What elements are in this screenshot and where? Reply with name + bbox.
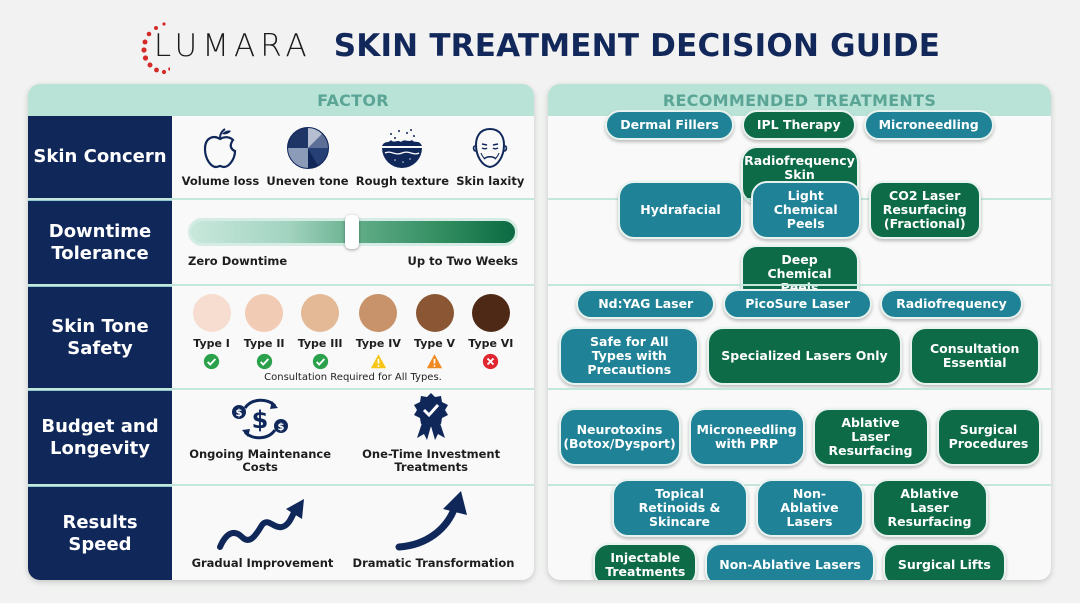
award-badge-icon (414, 393, 449, 440)
sagging-face-icon (473, 127, 508, 169)
row-label: Downtime Tolerance (28, 200, 172, 284)
slider-max-label: Up to Two Weeks (407, 254, 518, 268)
pill-injectable-treatments[interactable]: Injectable Treatments (593, 543, 698, 580)
pill-non-ablative-lasers[interactable]: Non-Ablative Lasers (755, 479, 864, 537)
tone-type-4: Type IV (356, 294, 401, 370)
row-label: Skin Tone Safety (28, 286, 172, 388)
tone-swatch (415, 294, 454, 332)
warning-orange-icon (426, 354, 443, 369)
tone-type-3: Type III (298, 294, 343, 370)
tone-type-1: Type I (192, 294, 231, 370)
dotted-arc-icon (141, 22, 170, 75)
pill-surgical-lifts[interactable]: Surgical Lifts (882, 543, 1006, 580)
pill-consultation-essential[interactable]: Consultation Essential (909, 327, 1040, 385)
curved-arrow-icon (395, 491, 468, 551)
page-header: LUMARA SKIN TREATMENT DECISION GUIDE (0, 12, 1080, 80)
tone-swatch (359, 294, 398, 332)
page-title: SKIN TREATMENT DECISION GUIDE (333, 28, 941, 64)
budget-ongoing: $ $ $ Ongoing Maintenance Costs (182, 396, 338, 474)
pill-non-ablative-lasers-2[interactable]: Non-Ablative Lasers (705, 543, 875, 580)
lumara-logo: LUMARA (140, 22, 312, 75)
row-downtime-tolerance: Downtime Tolerance Zero Downtime Up to T… (28, 198, 534, 284)
skin-texture-icon (382, 129, 423, 168)
pill-ablative-laser[interactable]: Ablative Laser Resurfacing (812, 408, 929, 466)
treatments-row-budget: Neurotoxins (Botox/Dysport) Microneedlin… (548, 388, 1051, 484)
budget-one-time: One-Time Investment Treatments (338, 392, 524, 474)
pill-co2-laser[interactable]: CO2 Laser Resurfacing (Fractional) (868, 181, 981, 239)
row-label: Skin Concern (28, 116, 172, 198)
recommended-treatments-panel: RECOMMENDED TREATMENTS Dermal Fillers IP… (548, 84, 1051, 580)
tone-type-5: Type V (414, 294, 455, 370)
check-circle-icon (203, 353, 220, 370)
pill-light-chemical-peels[interactable]: Light Chemical Peels (750, 181, 861, 239)
pill-surgical-procedures[interactable]: Surgical Procedures (936, 408, 1041, 466)
row-skin-tone-safety: Skin Tone Safety Type I Type II Type III (28, 284, 534, 388)
treatments-row-downtime: Hydrafacial Light Chemical Peels CO2 Las… (548, 181, 1051, 303)
tone-swatch (245, 294, 284, 332)
svg-text:$: $ (278, 422, 285, 433)
speed-gradual: Gradual Improvement (192, 495, 333, 570)
concern-volume-loss: Volume loss (182, 126, 259, 188)
pill-picosure-laser[interactable]: PicoSure Laser (723, 289, 873, 319)
row-label: Results Speed (28, 486, 172, 580)
row-skin-concern: Skin Concern Volume loss (28, 116, 534, 198)
row-label: Budget and Longevity (28, 390, 172, 484)
check-circle-icon (256, 353, 272, 370)
row-results-speed: Results Speed Gradual Improvement Dramat… (28, 484, 534, 580)
tone-swatch (301, 294, 340, 332)
factor-heading: FACTOR (28, 84, 534, 116)
recurring-cost-icon: $ $ $ (232, 398, 289, 440)
apple-icon (204, 128, 237, 169)
treatments-row-results-speed: Topical Retinoids & Skincare Non-Ablativ… (548, 479, 1051, 580)
speed-dramatic: Dramatic Transformation (353, 489, 514, 570)
tone-swatch (192, 294, 231, 332)
pill-radiofrequency[interactable]: Radiofrequency (880, 289, 1023, 319)
concern-rough-texture: Rough texture (356, 126, 449, 188)
concern-uneven-tone: Uneven tone (266, 126, 349, 188)
pill-specialized-lasers[interactable]: Specialized Lasers Only (707, 327, 902, 385)
downtime-slider[interactable]: Zero Downtime Up to Two Weeks (188, 215, 518, 268)
pill-topical-retinoids[interactable]: Topical Retinoids & Skincare (611, 479, 748, 537)
consultation-note: Consultation Required for All Types. (264, 372, 442, 383)
pill-dermal-fillers[interactable]: Dermal Fillers (605, 110, 734, 140)
pill-neurotoxins[interactable]: Neurotoxins (Botox/Dysport) (558, 408, 681, 466)
pill-safe-all-types[interactable]: Safe for All Types with Precautions (559, 327, 700, 385)
check-circle-icon (312, 353, 328, 370)
svg-text:$: $ (236, 408, 243, 419)
pie-tone-icon (286, 127, 329, 169)
x-circle-icon (483, 353, 499, 370)
treatments-row-skin-tone: Nd:YAG Laser PicoSure Laser Radiofrequen… (548, 284, 1051, 388)
pill-ablative-laser-resurfacing[interactable]: Ablative Laser Resurfacing (871, 479, 988, 537)
tone-type-2: Type II (244, 294, 285, 370)
slider-thumb[interactable] (345, 215, 359, 249)
pill-microneedling-prp[interactable]: Microneedling with PRP (688, 408, 805, 466)
concern-skin-laxity: Skin laxity (456, 126, 524, 188)
slider-min-label: Zero Downtime (188, 254, 288, 268)
warning-yellow-icon (370, 354, 386, 369)
tone-type-6: Type VI (468, 294, 513, 370)
tone-swatch (471, 294, 510, 332)
logo-text: LUMARA (153, 28, 312, 64)
wavy-arrow-icon (217, 499, 305, 550)
pill-microneedling[interactable]: Microneedling (863, 110, 994, 140)
slider-track[interactable] (188, 215, 518, 249)
row-budget-longevity: Budget and Longevity $ $ $ Ongoing Maint… (28, 388, 534, 484)
factor-panel: FACTOR Skin Concern Volume loss (28, 84, 534, 580)
svg-text:$: $ (252, 406, 269, 434)
pill-ndyag-laser[interactable]: Nd:YAG Laser (576, 289, 716, 319)
pill-ipl-therapy[interactable]: IPL Therapy (741, 110, 856, 140)
pill-hydrafacial[interactable]: Hydrafacial (618, 181, 743, 239)
